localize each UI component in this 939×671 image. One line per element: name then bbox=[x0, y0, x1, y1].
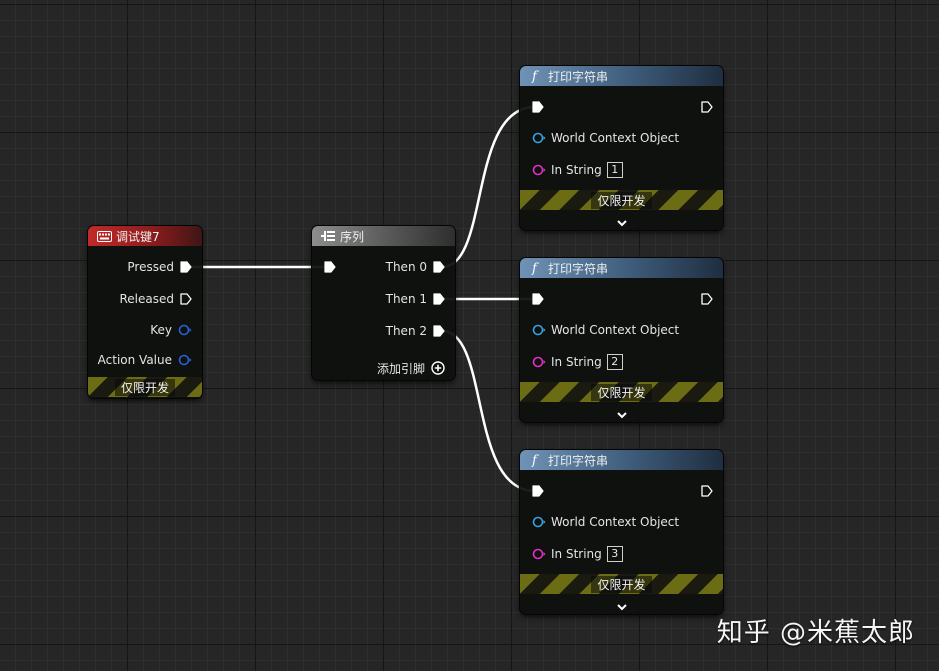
in-string-input[interactable]: 3 bbox=[606, 546, 623, 562]
add-pin-label: 添加引脚 bbox=[376, 361, 425, 376]
in-string-row: In String 3 bbox=[532, 544, 623, 564]
world-context-row: World Context Object bbox=[532, 320, 679, 340]
world-context-row: World Context Object bbox=[532, 128, 679, 148]
wire-then0-to-print1[interactable] bbox=[440, 105, 537, 269]
print-exec-out-row bbox=[695, 97, 713, 117]
pressed-exec-pin-icon[interactable] bbox=[180, 261, 192, 273]
world-context-row: World Context Object bbox=[532, 512, 679, 532]
add-pin-plus-icon[interactable] bbox=[431, 361, 445, 375]
expand-chevron-down-icon[interactable] bbox=[520, 405, 723, 419]
sequence-node-title: 序列 bbox=[340, 229, 365, 244]
action-value-label: Action Value bbox=[97, 353, 172, 367]
in-string-pin-icon[interactable] bbox=[532, 548, 546, 560]
development-only-badge: 仅限开发 bbox=[520, 190, 723, 210]
debug-key-node-header[interactable]: 调试键7 bbox=[88, 226, 202, 246]
expand-chevron-down-icon[interactable] bbox=[520, 597, 723, 611]
in-string-label: In String bbox=[551, 355, 602, 369]
svg-text:f: f bbox=[531, 262, 539, 276]
add-pin-button[interactable]: 添加引脚 bbox=[377, 358, 445, 378]
function-icon: f bbox=[528, 453, 544, 468]
then1-exec-pin-icon[interactable] bbox=[433, 293, 445, 305]
sequence-node[interactable]: 序列 Then 0 Then 1 Then 2 添加引脚 bbox=[312, 226, 455, 380]
world-context-label: World Context Object bbox=[551, 323, 680, 337]
sequence-exec-in-pin-icon[interactable] bbox=[324, 261, 336, 273]
debug-key-node-title: 调试键7 bbox=[116, 229, 160, 244]
print-exec-in-pin-icon[interactable] bbox=[532, 101, 544, 113]
development-only-badge: 仅限开发 bbox=[88, 377, 202, 397]
print-exec-in-pin-icon[interactable] bbox=[532, 485, 544, 497]
development-only-badge: 仅限开发 bbox=[520, 574, 723, 594]
print-exec-in-row bbox=[532, 97, 549, 117]
pressed-label: Pressed bbox=[127, 260, 174, 274]
print-string-node-3[interactable]: f 打印字符串 World Context Object In String 3… bbox=[520, 450, 723, 614]
pressed-row: Pressed bbox=[127, 257, 192, 277]
debug-key-node[interactable]: 调试键7 Pressed Released Key Action Value 仅… bbox=[88, 226, 202, 398]
print-exec-out-row bbox=[695, 481, 713, 501]
world-context-object-pin-icon[interactable] bbox=[532, 324, 546, 336]
in-string-input[interactable]: 1 bbox=[606, 162, 623, 178]
print-string-node-2[interactable]: f 打印字符串 World Context Object In String 2… bbox=[520, 258, 723, 422]
watermark: 知乎 @米蕉太郎 bbox=[716, 618, 915, 648]
then1-label: Then 1 bbox=[385, 292, 427, 306]
sequence-node-header[interactable]: 序列 bbox=[312, 226, 455, 246]
then1-row: Then 1 bbox=[386, 289, 445, 309]
print-exec-out-row bbox=[695, 289, 713, 309]
then2-exec-pin-icon[interactable] bbox=[433, 325, 445, 337]
sequence-icon bbox=[320, 229, 336, 243]
world-context-label: World Context Object bbox=[551, 131, 680, 145]
development-only-badge: 仅限开发 bbox=[520, 382, 723, 402]
in-string-input[interactable]: 2 bbox=[606, 354, 623, 370]
print-string-node-title: 打印字符串 bbox=[548, 261, 609, 276]
function-icon: f bbox=[528, 69, 544, 84]
sequence-exec-in-row bbox=[324, 257, 341, 277]
key-struct-pin-icon[interactable] bbox=[178, 324, 192, 336]
print-exec-out-pin-icon[interactable] bbox=[701, 101, 713, 113]
world-context-object-pin-icon[interactable] bbox=[532, 132, 546, 144]
released-row: Released bbox=[119, 289, 192, 309]
released-exec-pin-icon[interactable] bbox=[180, 293, 192, 305]
svg-text:f: f bbox=[531, 454, 539, 468]
in-string-label: In String bbox=[551, 547, 602, 561]
print-exec-in-row bbox=[532, 289, 549, 309]
world-context-label: World Context Object bbox=[551, 515, 680, 529]
then0-label: Then 0 bbox=[385, 260, 427, 274]
action-value-pin-icon[interactable] bbox=[178, 354, 192, 366]
in-string-pin-icon[interactable] bbox=[532, 356, 546, 368]
then2-label: Then 2 bbox=[385, 324, 427, 338]
print-string-node-title: 打印字符串 bbox=[548, 69, 609, 84]
wire-then2-to-print3[interactable] bbox=[440, 329, 537, 493]
then2-row: Then 2 bbox=[386, 321, 445, 341]
print-string-node-title: 打印字符串 bbox=[548, 453, 609, 468]
print-string-node-1[interactable]: f 打印字符串 World Context Object In String 1… bbox=[520, 66, 723, 230]
print-string-node-header[interactable]: f 打印字符串 bbox=[520, 66, 723, 86]
keyboard-icon bbox=[96, 229, 112, 243]
in-string-row: In String 2 bbox=[532, 352, 623, 372]
then0-exec-pin-icon[interactable] bbox=[433, 261, 445, 273]
action-value-row: Action Value bbox=[98, 350, 192, 370]
expand-chevron-down-icon[interactable] bbox=[520, 213, 723, 227]
then0-row: Then 0 bbox=[386, 257, 445, 277]
print-exec-out-pin-icon[interactable] bbox=[701, 485, 713, 497]
key-label: Key bbox=[150, 323, 172, 337]
in-string-row: In String 1 bbox=[532, 160, 623, 180]
print-string-node-header[interactable]: f 打印字符串 bbox=[520, 258, 723, 278]
print-exec-out-pin-icon[interactable] bbox=[701, 293, 713, 305]
print-string-node-header[interactable]: f 打印字符串 bbox=[520, 450, 723, 470]
released-label: Released bbox=[119, 292, 174, 306]
in-string-label: In String bbox=[551, 163, 602, 177]
function-icon: f bbox=[528, 261, 544, 276]
key-row: Key bbox=[150, 320, 192, 340]
svg-text:f: f bbox=[531, 70, 539, 84]
print-exec-in-pin-icon[interactable] bbox=[532, 293, 544, 305]
world-context-object-pin-icon[interactable] bbox=[532, 516, 546, 528]
print-exec-in-row bbox=[532, 481, 549, 501]
in-string-pin-icon[interactable] bbox=[532, 164, 546, 176]
